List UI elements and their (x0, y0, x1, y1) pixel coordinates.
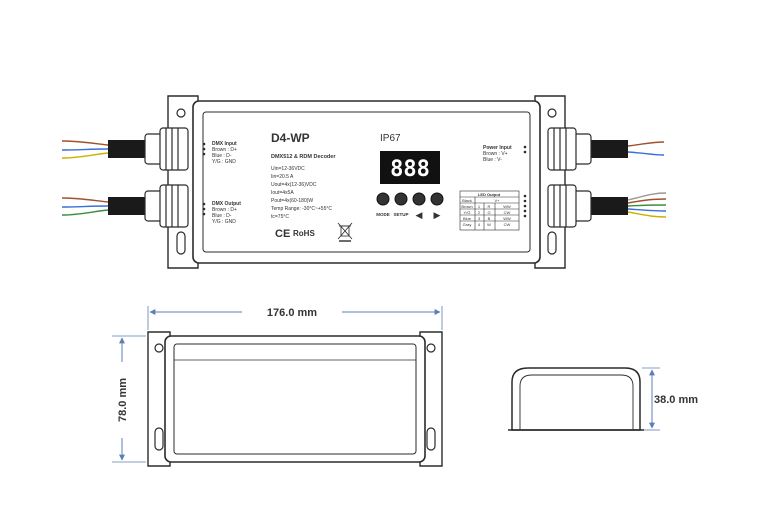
led-table-cell: Gray (463, 222, 472, 227)
housing-panel (202, 111, 531, 253)
led-display (380, 151, 440, 184)
dmx-input-line: Brown : D+ (212, 147, 237, 153)
spec-line: Iin=20.5 A (271, 174, 294, 180)
mount-slot-icon (154, 427, 164, 451)
width-dimension-label: 78.0 mm (117, 378, 129, 422)
mount-slot-icon (547, 231, 557, 255)
housing-top (192, 100, 541, 264)
led-table-cell: R (488, 204, 491, 209)
ce-mark: CE (275, 228, 290, 240)
mount-slot-icon (176, 231, 186, 255)
dmx-output-line: Brown : D+ (212, 207, 237, 213)
rohs-mark: RoHS (293, 229, 315, 238)
mode-button-label: MODE (376, 212, 390, 217)
left-button[interactable] (412, 192, 426, 206)
mount-hole-icon (154, 343, 164, 353)
led-table-cell: 3 (478, 216, 481, 221)
left-arrow-icon: ◀ (416, 210, 423, 220)
display-digits: 888 (390, 157, 430, 182)
mount-hole-icon (426, 343, 436, 353)
side-view: 38.0 mm (508, 367, 698, 431)
led-table-cell: WW (503, 204, 511, 209)
led-table-title: LED Output (478, 192, 501, 197)
led-table-cell: Y/G (464, 210, 471, 215)
dmx-input-line: Blue : D- (212, 153, 232, 159)
power-input-title: Power Input (483, 145, 512, 151)
led-table-cell: Black (462, 198, 472, 203)
model-name: D4-WP (271, 131, 310, 145)
spec-line: Temp Range: -30°C~+55°C (271, 206, 332, 212)
led-table-cell: WW (503, 216, 511, 221)
dmx-output-line: Blue : D- (212, 213, 232, 219)
led-table-cell: 4 (478, 222, 481, 227)
right-cables (588, 140, 667, 218)
led-table-cell: G (487, 210, 490, 215)
wire-dots (202, 142, 527, 218)
led-table-cell: CW (504, 222, 511, 227)
right-arrow-icon: ▶ (434, 210, 441, 220)
spec-line: Uout=4x(12-36)VDC (271, 182, 317, 188)
dmx-input-title: DMX Input (212, 141, 237, 147)
led-output-table-text: LED Output Black V+ Brown 1 R WW Y/G 2 G… (461, 192, 511, 227)
right-button[interactable] (430, 192, 444, 206)
mount-hole-icon (176, 108, 186, 118)
left-cables (61, 140, 148, 216)
length-dimension-label: 176.0 mm (267, 307, 317, 319)
spec-line: Pout=4x(60-180)W (271, 198, 313, 204)
led-table-cell: Brown (461, 204, 472, 209)
led-table-cell: 1 (478, 204, 481, 209)
mount-hole-icon (547, 108, 557, 118)
bottom-view: 176.0 mm 78.0 mm (112, 306, 443, 467)
ip-rating: IP67 (380, 133, 401, 144)
housing-plan (164, 335, 426, 463)
spec-line: Iout=4x5A (271, 190, 294, 196)
weee-bin-icon (337, 222, 353, 242)
setup-button-label: SETUP (393, 212, 408, 217)
mount-slot-icon (426, 427, 436, 451)
led-table-cell: W (487, 222, 491, 227)
housing-side (511, 367, 641, 431)
product-subtitle: DMX512 & RDM Decoder (271, 154, 336, 160)
dmx-input-line: Y/G : GND (212, 159, 236, 165)
power-input-line: Brown : V+ (483, 151, 508, 157)
dmx-output-line: Y/G : GND (212, 219, 236, 225)
height-dimension-label: 38.0 mm (654, 394, 698, 406)
control-buttons: MODE SETUP ◀ ▶ (376, 192, 444, 220)
spec-list: Uin=12-36VDC Iin=20.5 A Uout=4x(12-36)VD… (271, 166, 332, 220)
led-table-cell: CW (504, 210, 511, 215)
power-input-line: Blue : V- (483, 157, 502, 163)
spec-line: Uin=12-36VDC (271, 166, 305, 172)
spec-line: tc=75°C (271, 214, 289, 220)
led-table-cell: V+ (494, 198, 500, 203)
led-table-cell: B (488, 216, 491, 221)
led-table-cell: 2 (478, 210, 481, 215)
setup-button[interactable] (394, 192, 408, 206)
left-glands (144, 127, 189, 228)
right-glands (547, 127, 592, 228)
top-view: DMX Input Brown : D+ Blue : D- Y/G : GND… (61, 95, 667, 269)
led-output-table (459, 190, 520, 231)
led-table-cell: Blue (463, 216, 472, 221)
mode-button[interactable] (376, 192, 390, 206)
dmx-output-title: DMX Output (212, 201, 241, 207)
